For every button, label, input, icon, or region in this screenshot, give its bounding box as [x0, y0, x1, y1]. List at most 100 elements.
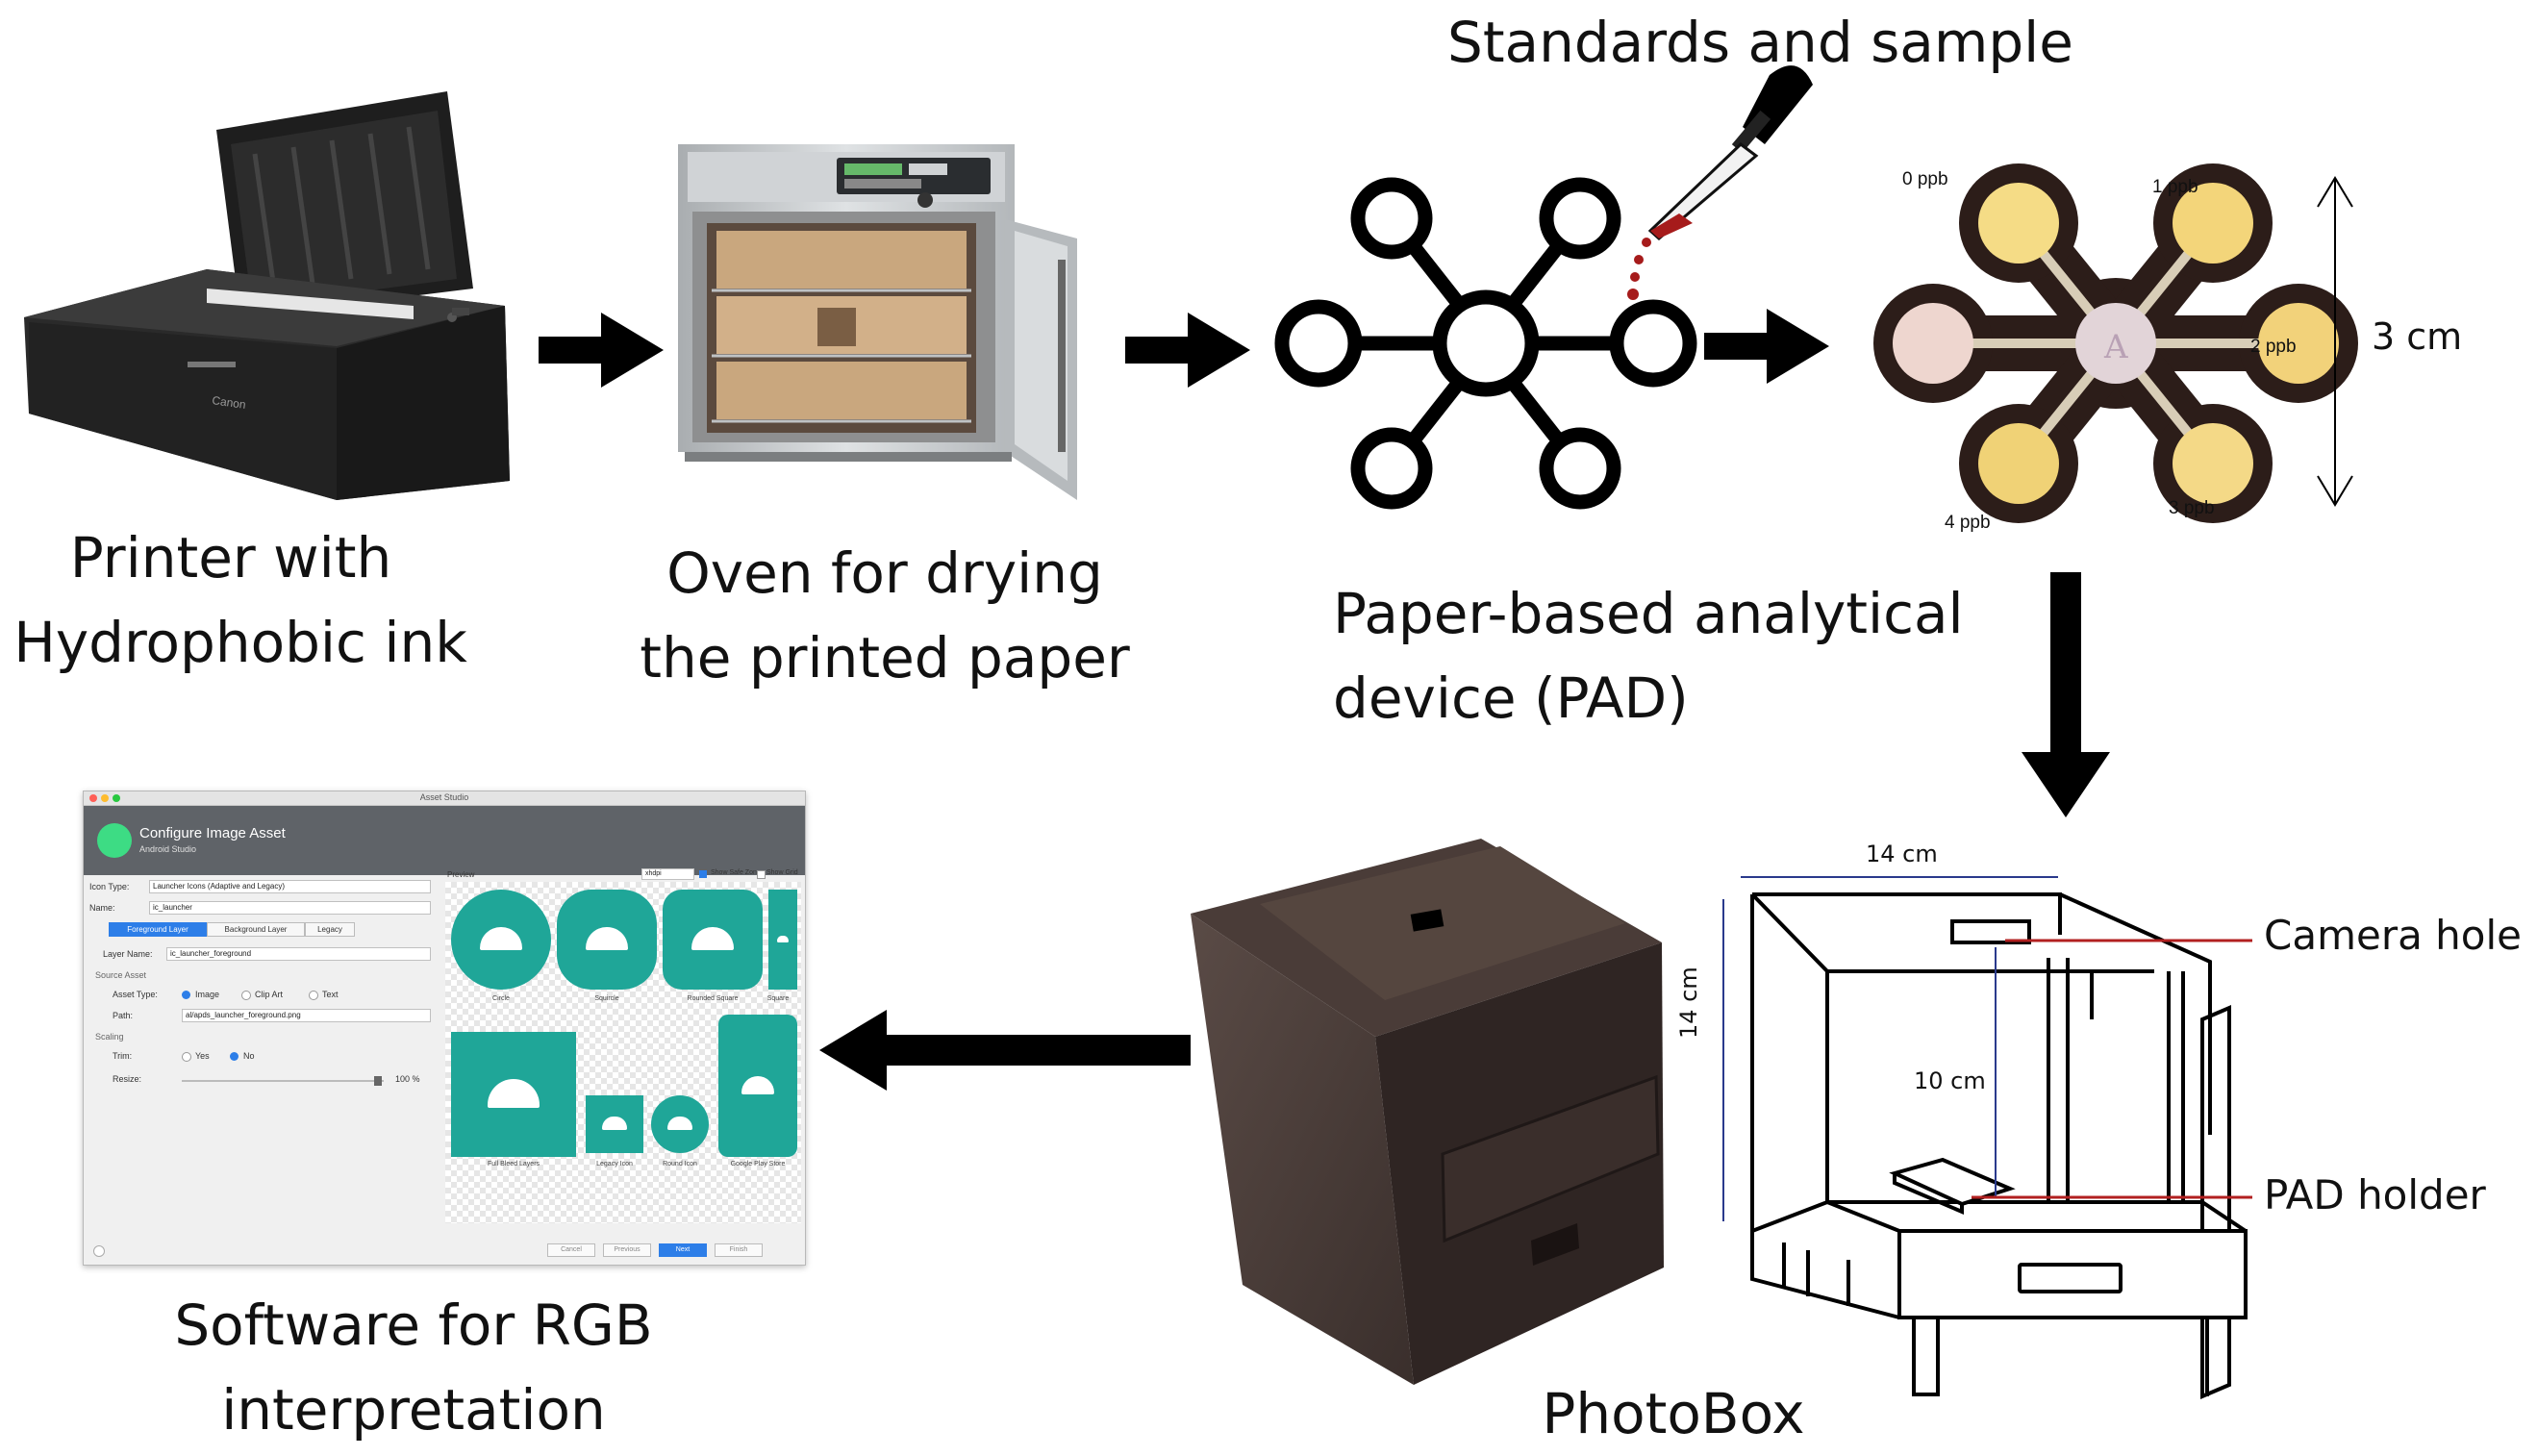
photobox-distance-label: 10 cm [1914, 1067, 1986, 1094]
photobox-drawing [1722, 876, 2252, 1400]
pad-label-line1: Paper-based analytical [1333, 581, 1964, 646]
dropper-illustration [1627, 65, 1813, 300]
asset-type-label: Asset Type: [113, 990, 158, 999]
asset-type-image[interactable]: Image [195, 990, 220, 999]
window-titlebar: Asset Studio [84, 791, 805, 806]
preview-round-icon [651, 1095, 709, 1153]
show-safe-zone-checkbox-icon[interactable] [699, 870, 707, 878]
preview-square-icon [768, 890, 797, 990]
icon-type-label: Icon Type: [89, 882, 130, 891]
pad-holder-label: PAD holder [2264, 1171, 2486, 1218]
photobox-width-label: 14 cm [1866, 841, 1938, 867]
arrow-oven-to-pad [1125, 313, 1250, 388]
standards-label: Standards and sample [1447, 10, 2073, 75]
arrow-printer-to-oven [539, 313, 664, 388]
settings-panel: Icon Type: Launcher Icons (Adaptive and … [89, 880, 438, 1223]
oven-label-line2: the printed paper [640, 625, 1130, 690]
flow-arrows [539, 309, 2110, 1091]
maximize-window-icon[interactable] [113, 794, 120, 802]
arrow-photobox-to-software [819, 1010, 1191, 1091]
svg-text:A: A [2103, 328, 2128, 366]
printer-label-line2: Hydrophobic ink [13, 610, 467, 675]
resize-value: 100 % [395, 1074, 420, 1084]
photobox-label: PhotoBox [1542, 1381, 1805, 1446]
trim-label: Trim: [113, 1051, 133, 1061]
preview-legacy-icon [586, 1095, 643, 1153]
android-head-icon [776, 936, 790, 943]
android-studio-logo-icon [97, 823, 132, 858]
preview-circle-icon [451, 890, 551, 990]
radio-text-icon[interactable] [309, 991, 318, 1000]
pad-size-label: 3 cm [2372, 315, 2463, 358]
finish-button[interactable]: Finish [715, 1243, 763, 1257]
printer-label-line1: Printer with [69, 525, 392, 590]
preview-panel: Circle Squircle Rounded Square Square Fu… [445, 882, 801, 1223]
arrow-pad-to-photo [1704, 309, 1829, 384]
source-asset-heading: Source Asset [95, 970, 147, 980]
tab-legacy[interactable]: Legacy [305, 922, 355, 937]
trim-no[interactable]: No [243, 1051, 255, 1061]
radio-trim-yes-icon[interactable] [182, 1052, 191, 1062]
pad-spot-label-1ppb: 1 ppb [2152, 177, 2198, 197]
android-head-icon [586, 926, 628, 950]
android-head-icon [602, 1117, 627, 1131]
radio-trim-no-icon[interactable] [230, 1052, 239, 1061]
cancel-button[interactable]: Cancel [547, 1243, 595, 1257]
preview-full-bleed-label: Full Bleed Layers [487, 1161, 540, 1167]
radio-image-icon[interactable] [182, 991, 190, 999]
asset-type-text[interactable]: Text [322, 990, 339, 999]
preview-round-label: Round Icon [663, 1161, 697, 1167]
photobox-height-label: 14 cm [1675, 966, 1702, 1039]
density-select[interactable]: xhdpi [641, 868, 694, 880]
minimize-window-icon[interactable] [101, 794, 109, 802]
pad-label-line2: device (PAD) [1333, 665, 1689, 731]
photobox-photo [1191, 839, 1664, 1385]
resize-slider-handle[interactable] [374, 1076, 382, 1086]
name-input[interactable]: ic_launcher [149, 901, 431, 915]
pad-spot-label-0ppb: 0 ppb [1902, 169, 1948, 189]
path-input[interactable]: al/apds_launcher_foreground.png [182, 1009, 431, 1022]
dialog-title: Configure Image Asset [139, 825, 286, 841]
window-title: Asset Studio [419, 792, 469, 802]
previous-button[interactable]: Previous [603, 1243, 651, 1257]
layer-name-input[interactable]: ic_launcher_foreground [166, 947, 431, 961]
preview-rounded-square-icon [663, 890, 763, 990]
preview-full-bleed-icon [451, 1032, 576, 1157]
show-grid-label[interactable]: Show Grid [766, 869, 798, 876]
asset-type-clipart[interactable]: Clip Art [255, 990, 284, 999]
resize-slider[interactable] [182, 1076, 384, 1086]
radio-clipart-icon[interactable] [241, 991, 251, 1000]
path-label: Path: [113, 1011, 134, 1020]
layer-name-label: Layer Name: [103, 949, 153, 959]
show-grid-checkbox-icon[interactable] [757, 870, 766, 879]
android-head-icon [691, 926, 734, 950]
close-window-icon[interactable] [89, 794, 97, 802]
preview-squircle-label: Squircle [594, 995, 619, 1002]
android-head-icon [667, 1117, 692, 1131]
next-button[interactable]: Next [659, 1243, 707, 1257]
trim-yes[interactable]: Yes [195, 1051, 210, 1061]
help-icon[interactable] [93, 1245, 105, 1257]
android-head-icon [741, 1075, 775, 1094]
pad-spot-label-3ppb: 3 ppb [2169, 498, 2215, 518]
tab-background-layer[interactable]: Background Layer [207, 922, 305, 937]
preview-circle-label: Circle [492, 995, 510, 1002]
arrow-down-to-photobox [2022, 572, 2110, 817]
software-label-line1: Software for RGB [174, 1293, 653, 1358]
software-window: Asset Studio Configure Image Asset Andro… [83, 791, 806, 1266]
preview-squircle-icon [557, 890, 657, 990]
tab-foreground-layer[interactable]: Foreground Layer [109, 922, 207, 937]
preview-play-store-icon [718, 1015, 797, 1157]
preview-label: Preview [447, 870, 475, 879]
preview-play-store-label: Google Play Store [730, 1161, 786, 1167]
preview-rounded-square-label: Rounded Square [687, 995, 739, 1002]
dialog-subtitle: Android Studio [139, 844, 197, 854]
show-safe-zone-label[interactable]: Show Safe Zone [711, 869, 761, 876]
icon-type-select[interactable]: Launcher Icons (Adaptive and Legacy) [149, 880, 431, 893]
name-label: Name: [89, 903, 115, 913]
pad-spot-label-2ppb: 2 ppb [2250, 337, 2297, 357]
resize-label: Resize: [113, 1074, 142, 1084]
software-label-line2: interpretation [221, 1377, 606, 1443]
